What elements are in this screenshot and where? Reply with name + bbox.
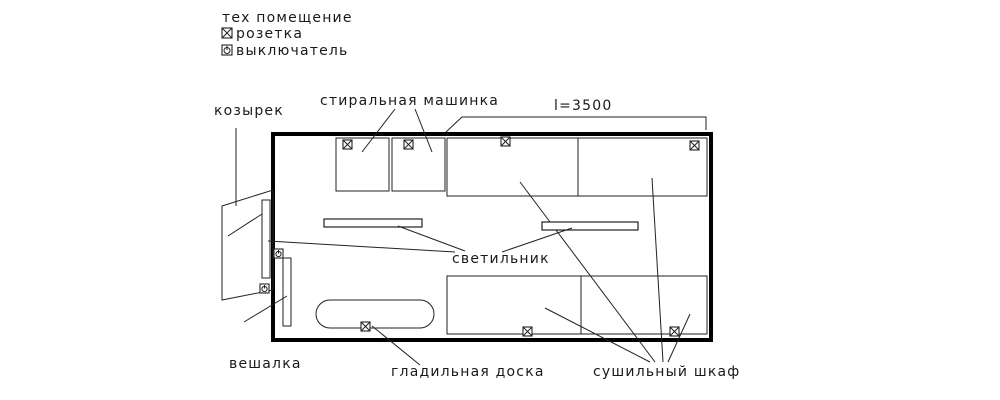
room-outline xyxy=(271,132,713,342)
legend-switch-label: выключатель xyxy=(236,43,349,59)
washing-machine-label: стиральная машинка xyxy=(320,93,499,109)
socket-icon xyxy=(669,326,680,337)
socket-icon xyxy=(689,140,700,151)
hanger xyxy=(282,257,292,327)
socket-icon xyxy=(221,27,233,39)
ironing-board-label: гладильная доска xyxy=(391,364,545,380)
lamp-2 xyxy=(541,221,639,231)
legend-title: тех помещение xyxy=(222,10,353,26)
socket-icon xyxy=(500,136,511,147)
lamp-label: светильник xyxy=(452,251,550,267)
drying-cabinet-bottom-1 xyxy=(446,275,582,335)
drying-cabinet-label: сушильный шкаф xyxy=(593,364,740,380)
canopy-label: козырек xyxy=(214,103,284,119)
washing-machine-1 xyxy=(335,137,390,192)
socket-icon xyxy=(360,321,371,332)
drying-cabinet-leaders xyxy=(519,177,691,363)
socket-icon xyxy=(522,326,533,337)
ironing-board xyxy=(315,299,435,329)
drying-cabinet-bottom-2 xyxy=(580,275,708,335)
dimension-label: l=3500 xyxy=(554,98,612,114)
drying-cabinet-top-1 xyxy=(446,137,579,197)
drying-cabinet-top-2 xyxy=(577,137,708,197)
legend-socket-label: розетка xyxy=(236,26,303,42)
hanger-label: вешалка xyxy=(229,356,302,372)
switch-icon xyxy=(273,248,284,259)
washing-machine-2 xyxy=(391,137,446,192)
lamp-1 xyxy=(323,218,423,228)
socket-icon xyxy=(342,139,353,150)
dimension-line: l=3500 xyxy=(445,98,707,133)
switch-icon xyxy=(221,44,233,56)
door-strip xyxy=(261,199,271,279)
socket-icon xyxy=(403,139,414,150)
canopy: козырек xyxy=(214,103,284,301)
switch-icon xyxy=(259,283,270,294)
legend: тех помещение розетка выключатель xyxy=(221,10,353,59)
